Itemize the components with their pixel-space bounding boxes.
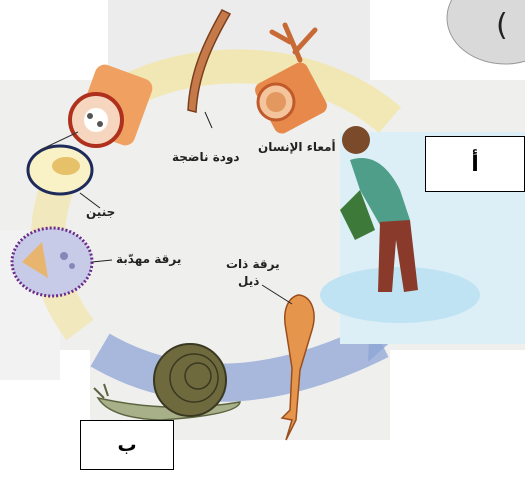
label-ciliated-larva: يرقة مهدّبة xyxy=(116,252,181,266)
answer-box-b: ب xyxy=(80,420,174,470)
label-tailed-larva-line2: ذيل xyxy=(238,274,259,288)
answer-box-a: أ xyxy=(425,136,525,192)
label-tailed-larva-line1: يرقة ذات xyxy=(226,257,280,271)
label-mature-worm: دودة ناضجة xyxy=(172,150,240,164)
corner-mark: ) xyxy=(496,8,508,43)
label-human-intestine: أمعاء الإنسان xyxy=(258,140,336,154)
label-embryo: جنين xyxy=(86,205,115,219)
